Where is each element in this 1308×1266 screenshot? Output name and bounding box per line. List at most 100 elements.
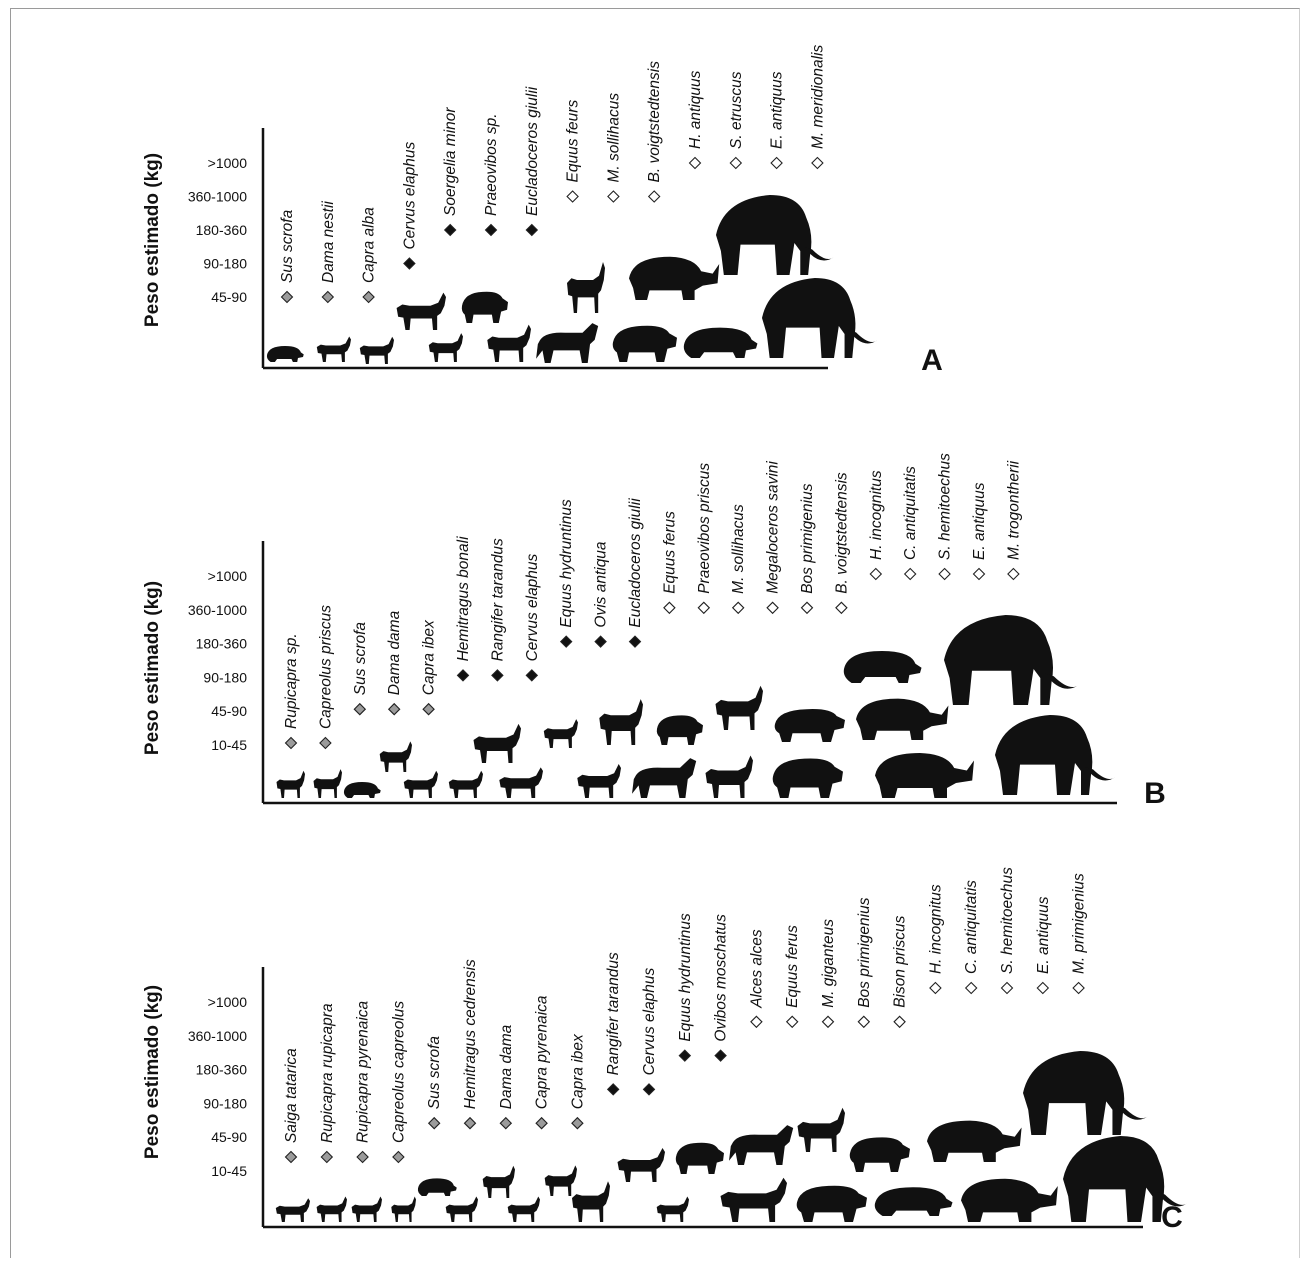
species-label: Capra pyrenaica <box>534 995 551 1109</box>
panel-c: Peso estimado (kg)>1000360-1000180-36090… <box>142 867 1188 1234</box>
species-marker-black <box>606 1083 620 1096</box>
species-label: Bos primigenius <box>799 483 816 594</box>
species-label: M. sollihacus <box>730 504 747 594</box>
species-marker-black <box>403 257 416 270</box>
animal-silhouette-icon <box>536 323 599 363</box>
species-marker-gray <box>499 1116 513 1130</box>
animal-silhouette-icon <box>1023 1051 1148 1135</box>
species-label: Saiga tatarica <box>283 1048 300 1143</box>
species-marker-black <box>491 669 504 682</box>
species-marker-white <box>964 981 978 995</box>
species-label: Capra ibex <box>569 1033 586 1109</box>
y-tick-label: 90-180 <box>203 256 247 272</box>
species-label: Equus feurs <box>565 100 582 183</box>
species-label: Megaloceros savini <box>765 461 782 594</box>
animal-silhouette-icon <box>729 1125 794 1165</box>
species-marker-white <box>821 1015 835 1029</box>
species-marker-white <box>1000 981 1014 995</box>
animal-silhouette-icon <box>656 715 703 745</box>
species-marker-white <box>1007 567 1020 581</box>
animal-silhouette-icon <box>944 615 1079 705</box>
species-label: Hemitragus bonali <box>455 536 472 661</box>
animal-silhouette-icon <box>567 262 605 313</box>
species-marker-white <box>893 1015 906 1029</box>
animal-silhouette-icon <box>316 336 351 362</box>
animal-silhouette-icon <box>617 1148 665 1182</box>
animal-silhouette-icon <box>473 723 521 763</box>
animal-silhouette-icon <box>632 758 697 798</box>
y-tick-label: >1000 <box>208 155 248 171</box>
animal-silhouette-icon <box>544 1165 577 1196</box>
y-tick-label: 90-180 <box>203 669 247 685</box>
species-label: E. antiquus <box>1035 896 1052 974</box>
y-tick-label: >1000 <box>208 994 248 1010</box>
animal-silhouette-icon <box>359 336 394 364</box>
species-label: M. sollihacus <box>605 93 622 183</box>
animal-silhouette-icon <box>629 256 720 300</box>
animal-silhouette-icon <box>417 1178 457 1196</box>
species-marker-black <box>456 669 470 682</box>
animal-silhouette-icon <box>572 1181 610 1222</box>
animal-silhouette-icon <box>675 1142 724 1174</box>
species-label: S. hemitoechus <box>999 867 1016 974</box>
species-marker-white <box>785 1015 799 1029</box>
species-label: Cervus elaphus <box>401 142 418 250</box>
species-label: Praeovibos sp. <box>483 113 500 216</box>
species-marker-black <box>642 1083 656 1096</box>
species-marker-white <box>770 156 783 170</box>
species-marker-white <box>731 601 745 615</box>
species-label: Rupicapra sp. <box>283 633 300 729</box>
species-label: M. giganteus <box>820 919 837 1008</box>
animal-silhouette-icon <box>543 719 578 748</box>
species-label: Sus scrofa <box>352 622 369 696</box>
species-label: C. antiquitatis <box>902 466 919 560</box>
y-tick-label: 90-180 <box>203 1095 247 1111</box>
animal-silhouette-icon <box>961 1178 1058 1222</box>
species-label: Capreolus capreolus <box>390 1001 407 1143</box>
species-label: Cervus elaphus <box>641 967 658 1075</box>
animal-silhouette-icon <box>599 699 643 745</box>
y-tick-label: 360-1000 <box>188 189 247 205</box>
animal-silhouette-icon <box>849 1137 910 1172</box>
species-label: Equus ferus <box>661 511 678 594</box>
y-tick-label: 45-90 <box>211 1129 247 1145</box>
animal-silhouette-icon <box>313 769 342 798</box>
y-tick-label: 180-360 <box>196 222 248 238</box>
species-label: Equus ferus <box>784 925 801 1008</box>
species-label: B. voigtstedtensis <box>833 472 850 594</box>
species-label: Equus hydruntinus <box>558 499 575 628</box>
y-tick-label: >1000 <box>208 568 248 584</box>
animal-silhouette-icon <box>762 278 878 358</box>
species-label: Rangifer tarandus <box>605 952 622 1075</box>
species-label: Sus scrofa <box>279 209 296 283</box>
species-marker-gray <box>535 1116 548 1130</box>
species-label: E. antiquus <box>769 71 786 149</box>
species-marker-gray <box>427 1116 441 1130</box>
species-marker-black <box>678 1049 692 1062</box>
y-axis-label: Peso estimado (kg) <box>142 153 163 327</box>
species-marker-gray <box>362 290 375 304</box>
y-axis-label: Peso estimado (kg) <box>142 581 163 755</box>
species-marker-black <box>484 223 498 237</box>
species-label: Alces alces <box>748 929 765 1009</box>
species-marker-black <box>525 669 539 682</box>
animal-silhouette-icon <box>772 758 843 798</box>
animal-silhouette-icon <box>875 753 974 798</box>
species-marker-white <box>688 156 702 170</box>
species-marker-gray <box>571 1116 584 1130</box>
species-label: Rupicapra rupicapra <box>319 1003 336 1143</box>
species-label: Rupicapra pyrenaica <box>355 1000 372 1143</box>
species-marker-white <box>1036 981 1050 995</box>
silhouette-group <box>266 195 878 364</box>
species-marker-gray <box>284 1150 298 1164</box>
species-marker-black <box>443 223 457 237</box>
species-label: Capra ibex <box>421 619 438 695</box>
species-marker-gray <box>387 702 401 716</box>
species-label: Capreolus priscus <box>317 605 334 729</box>
species-marker-white <box>857 1015 871 1029</box>
species-marker-white <box>1072 981 1085 995</box>
silhouette-group <box>275 1051 1188 1222</box>
species-label: H. incognitus <box>868 470 885 560</box>
animal-silhouette-icon <box>445 1196 478 1222</box>
animal-silhouette-icon <box>351 1196 382 1222</box>
